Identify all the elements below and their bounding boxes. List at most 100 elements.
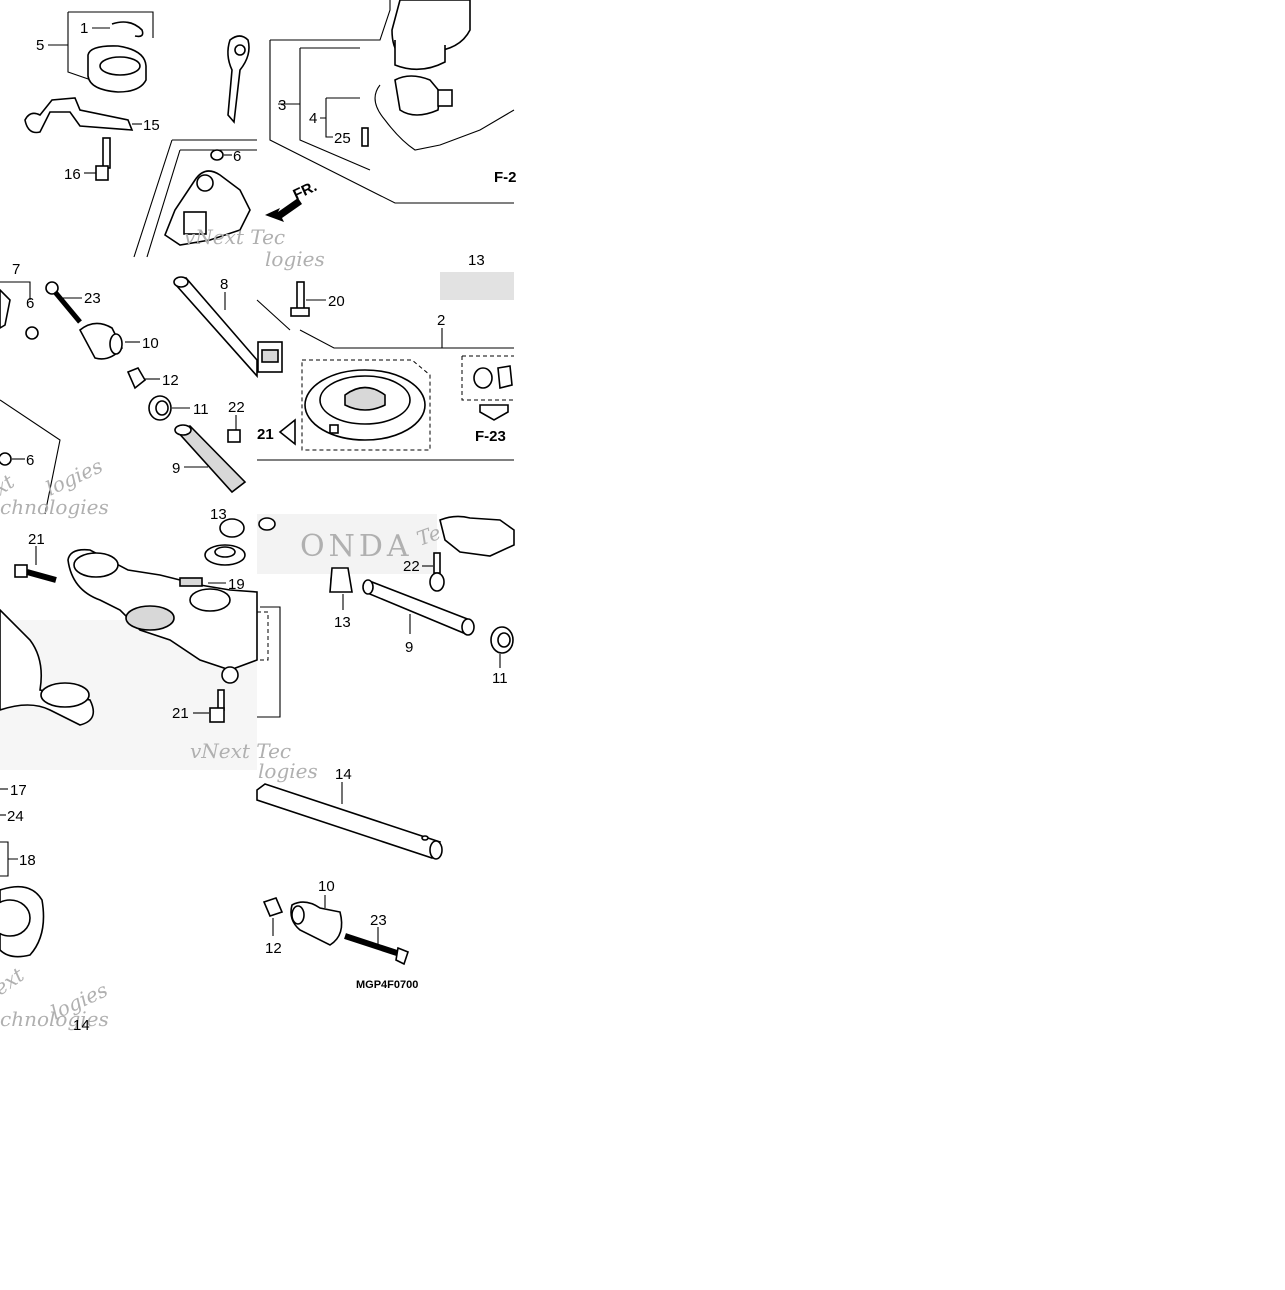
callout-18: 18 [19,852,36,869]
watermark-1: vNext Tec [184,225,285,249]
callout-14: 14 [335,766,352,783]
handle-bar-8-part [173,276,258,379]
callout-13-top-tile4: 13 [468,252,485,269]
grommet-11-part [148,395,172,421]
bolt-23-part [45,281,82,324]
bolt-23-lower-part [344,933,401,957]
callout-13-tile6: 13 [334,614,351,631]
bolt-22-part [429,552,445,592]
callout-12-lower: 12 [265,940,282,957]
callout-17: 17 [10,782,27,799]
watermark-3: logies [42,454,106,501]
lock-insert-part [473,365,513,390]
tile-fuel-cap: logies 13 20 2 F-23 21 [256,247,514,461]
callout-2: 2 [437,312,445,329]
ref-arrow-left [278,418,296,446]
fork-clamp-part [0,608,95,726]
handle-tube-part [256,783,443,860]
bolt-21-upper-part [14,564,57,583]
callout-6-mid: 6 [26,295,34,312]
bracket-part [24,97,134,134]
ignition-switch-part [164,170,251,246]
bolt-20-part [290,281,310,317]
callout-13-tile3: 13 [210,506,227,523]
ref-f23: F-23 [475,428,506,445]
callout-23-top: 23 [84,290,101,307]
callout-24: 24 [7,808,24,825]
o-ring-part [258,517,276,531]
callout-7: 7 [12,261,20,278]
callout-9-top: 9 [172,460,180,477]
callout-10-lower: 10 [318,878,335,895]
collar-10-lower-part [290,901,343,946]
callout-15: 15 [143,117,160,134]
watermark-9: ext [0,962,29,1000]
callout-11-top: 11 [193,401,209,418]
ref-arrow-down [479,404,509,421]
callout-4: 4 [309,110,317,127]
switch-harness-part [374,75,515,151]
bolt-21-lower-part [209,689,225,723]
callout-21-lower: 21 [172,705,189,722]
watermark-6: logies [265,247,325,271]
ref-f2: F-2 [494,169,517,186]
top-bridge-part [67,548,258,684]
callout-22-top: 22 [228,399,245,416]
watermark-12: logies [258,759,318,783]
callout-25: 25 [334,130,351,147]
ignition-key-part [227,35,250,124]
callout-3: 3 [278,97,286,114]
callout-9-lower: 9 [405,639,413,656]
callout-1: 1 [80,20,88,37]
brand-watermark: ONDA [300,529,413,564]
brand-stipple-2 [257,514,437,574]
callout-21-upper: 21 [28,531,45,548]
tile-lower-fork: 17 24 18 ext logies chnologies 14 [0,782,111,1034]
ref-21: 21 [257,426,274,443]
callout-5: 5 [36,37,44,54]
fuel-cap-part [304,369,426,441]
circlip-part [111,21,144,38]
front-arrow: FR. [265,178,320,222]
clip-12-part [126,367,147,390]
connector-part [257,341,283,373]
lower-clamp-part [0,885,45,958]
callout-8: 8 [220,276,228,293]
watermark-7: vNext Tec [190,739,291,763]
callout-12-top: 12 [162,372,179,389]
callout-20: 20 [328,293,345,310]
shaft-9-part [174,424,247,494]
callout-10-top: 10 [142,335,159,352]
callout-11-lower: 11 [492,670,508,687]
caliper-part [439,515,515,557]
brand-stipple [440,272,514,300]
tile-handle-pivot: 7 6 23 10 12 11 [0,261,258,523]
tile-pivot-shaft: ONDA Te 22 13 9 [257,514,515,718]
label-plate-part [179,577,203,587]
callout-6-top: 6 [233,148,241,165]
tile-ignition-cylinder: Techno 3 4 25 F-2 FR. [265,0,517,222]
tile-top-bridge: 21 19 21 vNext Tec [0,518,291,770]
callout-19: 19 [228,576,245,593]
callout-22-lower: 22 [403,558,420,575]
watermark-5: chnologies [0,495,109,519]
callout-14-tile7: 14 [73,1017,90,1034]
drawing-code: MGP4F0700 [356,979,418,991]
watermark-11: chnologies [0,1007,109,1031]
svg-text:FR.: FR. [291,178,320,204]
key-cylinder-part [391,0,471,71]
grommet-11-lower-part [490,626,514,654]
lock-collar-part [87,45,147,93]
tile-handle-tube: logies 14 10 23 12 MGP4F0700 [256,759,443,991]
stem-nut-part [204,518,246,566]
shaft-9-lower-part [362,579,475,636]
callout-16: 16 [64,166,81,183]
tile-ignition-bracket: 1 5 15 16 6 [24,11,285,258]
callout-6-low: 6 [26,452,34,469]
nut-13-part [329,567,353,593]
callout-23-lower: 23 [370,912,387,929]
clip-12-lower-part [262,897,284,917]
collar-10-part [78,322,123,360]
